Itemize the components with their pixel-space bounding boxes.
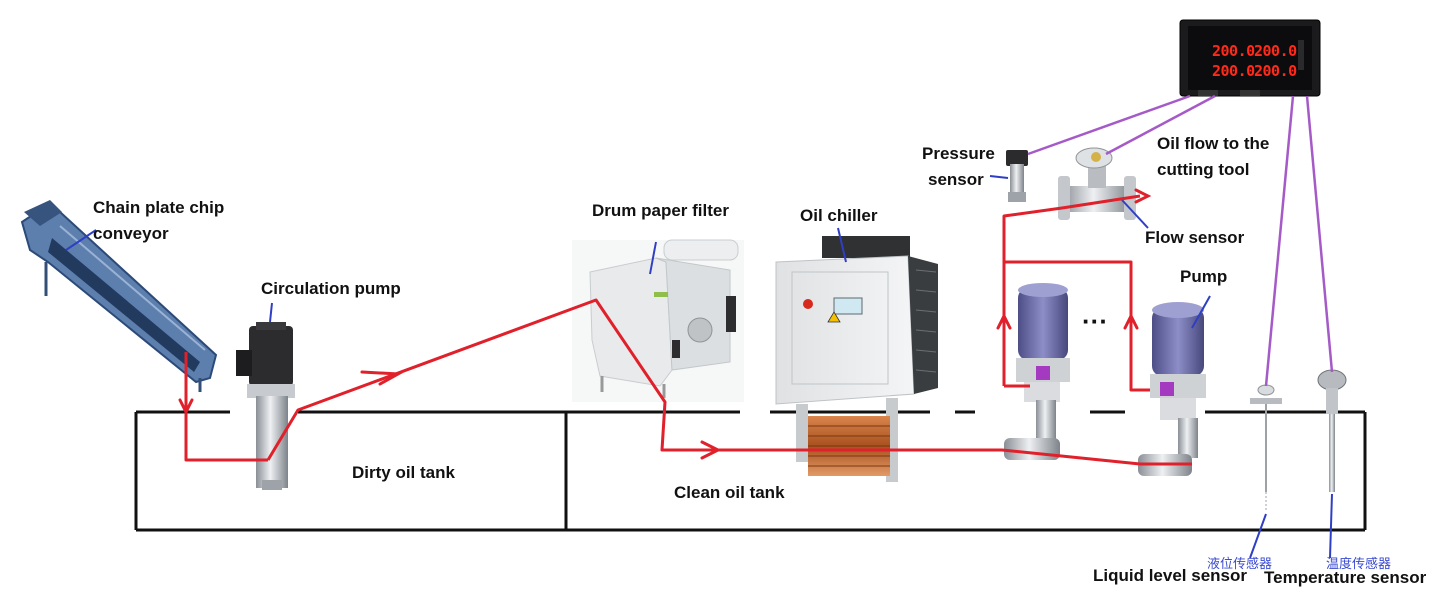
oil-flow-lines (184, 194, 1192, 466)
liquid-level-sensor-image (1250, 384, 1282, 510)
flow-circpump-to-filter (266, 298, 805, 461)
arrow-circpump-up (360, 370, 404, 386)
signal-line-pressure (1027, 94, 1191, 156)
label-chain-conveyor: Chain plate chip conveyor (93, 195, 224, 248)
label-circulation-pump: Circulation pump (261, 279, 401, 298)
flow-conveyor-to-tank (184, 352, 268, 462)
flow-sensor-image (1058, 147, 1136, 220)
signal-line-temperature (1305, 95, 1334, 373)
drum-paper-filter-image (572, 239, 744, 402)
label-drum-paper-filter: Drum paper filter (592, 201, 729, 220)
display-controller: 200.0 200.0 200.0 200.0 (1179, 19, 1321, 97)
temperature-sensor-image (1317, 369, 1347, 492)
label-temperature-sensor: Temperature sensor (1264, 568, 1427, 587)
pressure-sensor-image (1006, 150, 1028, 202)
arrow-to-chiller (700, 440, 722, 460)
clean-oil-tank (566, 410, 1367, 532)
signal-line-flow (1105, 94, 1216, 156)
label-oil-chiller: Oil chiller (800, 206, 878, 225)
display-row2-left: 200.0 (1212, 62, 1255, 80)
label-temperature-cn: 温度传感器 (1326, 557, 1392, 572)
pump-left-image (1004, 283, 1070, 460)
flow-arrows (178, 188, 1152, 460)
leader-lines (65, 175, 1333, 559)
label-pressure-sensor-line2: sensor (928, 170, 984, 190)
arrow-right-loop-up (1123, 312, 1139, 330)
signal-lines (1027, 94, 1334, 387)
label-oil-flow-line2: cutting tool (1157, 160, 1250, 180)
label-chain-conveyor-line1: Chain plate chip (93, 198, 225, 217)
pump-ellipsis: ··· (1082, 306, 1108, 336)
display-row2-right: 200.0 (1254, 62, 1297, 80)
label-oil-flow: Oil flow to the cutting tool (1157, 131, 1269, 184)
pump-right-image (1138, 302, 1206, 476)
arrow-cutting-tool (1134, 188, 1152, 204)
arrow-left-loop-up (996, 312, 1012, 330)
label-flow-sensor: Flow sensor (1145, 228, 1245, 247)
display-row1-right: 200.0 (1254, 42, 1297, 60)
flow-to-cutting-tool (1002, 194, 1141, 262)
flow-left-pump-loop (1002, 260, 1150, 392)
label-oil-flow-line1: Oil flow to the (1157, 134, 1270, 153)
arrow-conveyor-down (178, 398, 194, 416)
label-pressure-sensor: Pressure sensor (922, 141, 995, 194)
label-liquid-level-cn: 液位传感器 (1207, 557, 1273, 572)
label-chain-conveyor-line2: conveyor (93, 224, 169, 244)
label-liquid-level-sensor: Liquid level sensor (1093, 566, 1247, 585)
chain-conveyor-image (20, 200, 218, 392)
circulation-pump-image (236, 322, 295, 490)
label-pump: Pump (1180, 267, 1228, 286)
label-clean-oil-tank: Clean oil tank (674, 483, 785, 502)
label-pressure-sensor-line1: Pressure (922, 144, 995, 163)
display-row1-left: 200.0 (1212, 42, 1255, 60)
oil-chiller-image (775, 236, 938, 482)
flow-chiller-to-pumps (805, 448, 1192, 466)
signal-line-level (1264, 95, 1295, 387)
dirty-oil-tank (134, 410, 566, 532)
label-dirty-oil-tank: Dirty oil tank (352, 463, 455, 482)
